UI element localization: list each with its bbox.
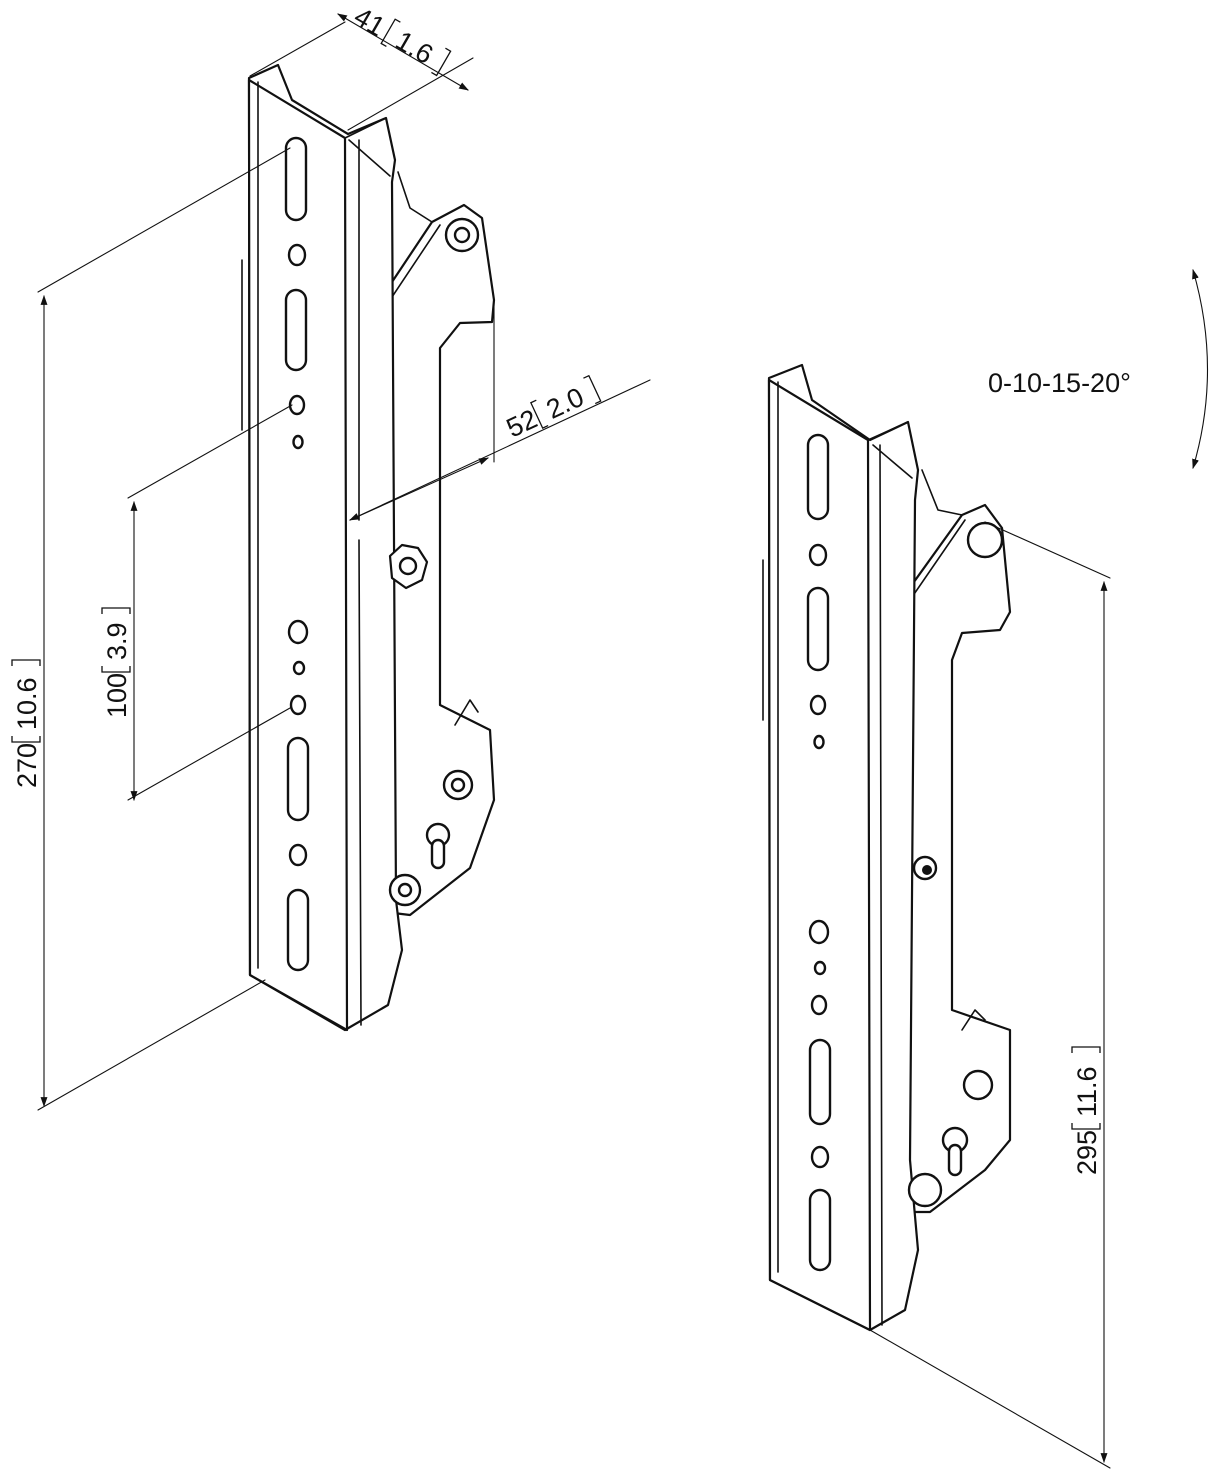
- hole-spacing-value: 100: [102, 673, 132, 718]
- offset-value: 52: [502, 404, 542, 444]
- height-right-value: 295: [1072, 1130, 1102, 1175]
- left-bracket-fasteners: [388, 217, 480, 907]
- dimension-height-right-label: 295 11.6: [1071, 1046, 1102, 1175]
- right-bracket: [762, 363, 1012, 1332]
- offset-alt-value: 2.0: [542, 382, 589, 425]
- height-right-alt-value: 11.6: [1072, 1066, 1102, 1117]
- hole-spacing-alt-value: 3.9: [102, 622, 132, 660]
- depth-value: 41: [349, 1, 390, 42]
- left-bracket: [241, 63, 496, 1032]
- left-bracket-holes: [284, 136, 310, 972]
- height-left-alt-value: 10.6: [12, 677, 42, 730]
- dimension-hole-spacing-label: 100 3.9: [101, 607, 132, 718]
- right-bracket-fasteners: [907, 521, 1004, 1208]
- tilt-range-label: 0-10-15-20°: [988, 368, 1131, 398]
- height-left-value: 270: [12, 743, 42, 788]
- dimension-depth-label: 41 1.6: [349, 1, 452, 77]
- dimension-offset-label: 52 2.0: [502, 374, 602, 444]
- right-bracket-holes: [806, 433, 832, 1272]
- dimension-height-left-label: 270 10.6: [11, 659, 42, 788]
- dimension-lines: [37, 13, 1208, 1469]
- depth-alt-value: 1.6: [391, 25, 439, 70]
